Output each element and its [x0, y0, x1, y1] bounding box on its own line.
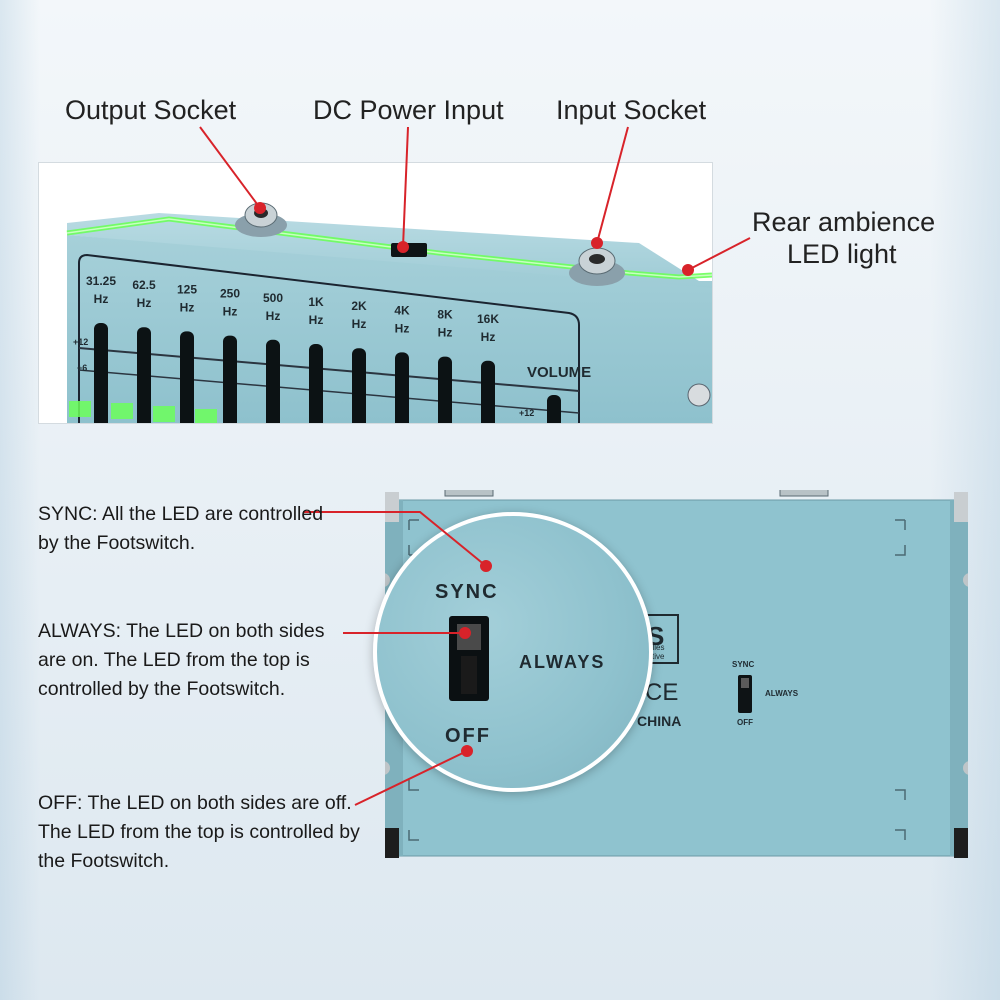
- eq-band-label: 16K: [477, 312, 499, 326]
- eq-band-label: 8K: [437, 308, 453, 322]
- eq-band-label: 31.25: [86, 274, 116, 288]
- rear-led-label-line1: Rear ambience: [752, 207, 936, 237]
- input-socket-label: Input Socket: [556, 95, 707, 125]
- eq-slider: [137, 327, 151, 423]
- front-led-row: [69, 401, 217, 423]
- eq-band-unit: Hz: [180, 300, 195, 314]
- bg-stripe-left: [0, 0, 40, 1000]
- eq-slider: [94, 323, 108, 423]
- eq-band-unit: Hz: [309, 313, 324, 327]
- rear-led-label-line2: LED light: [787, 239, 897, 269]
- eq-band-label: 2K: [351, 299, 367, 313]
- eq-slider: [266, 339, 280, 423]
- input-socket: [569, 247, 625, 286]
- eq-band-label: 500: [263, 291, 283, 305]
- volume-slider: [547, 395, 561, 423]
- always-title: ALWAYS:: [38, 620, 122, 642]
- eq-band-label: 1K: [308, 295, 324, 309]
- eq-slider: [352, 348, 366, 423]
- eq-band-label: 125: [177, 282, 197, 296]
- off-title: OFF:: [38, 792, 83, 814]
- pedal-top-illustration: 31.25Hz62.5Hz125Hz250Hz500Hz1KHz2KHz4KHz…: [66, 202, 712, 423]
- eq-band-label: 62.5: [132, 278, 156, 292]
- eq-slider: [481, 360, 495, 423]
- ce-mark: CE: [645, 679, 678, 706]
- logo-small-1: plies: [648, 643, 664, 652]
- side-screw: [687, 383, 711, 407]
- small-off-label: OFF: [737, 718, 753, 727]
- off-description: OFF: The LED on both sides are off. The …: [38, 789, 383, 876]
- sync-text: All the LED are controlled by the Footsw…: [38, 503, 324, 554]
- eq-band-unit: Hz: [352, 317, 367, 331]
- sync-description: SYNC: All the LED are controlled by the …: [38, 500, 338, 558]
- eq-band-label: 250: [220, 287, 240, 301]
- eq-band-unit: Hz: [266, 309, 281, 323]
- eq-band-label: 4K: [394, 303, 410, 317]
- output-socket-label: Output Socket: [65, 95, 237, 125]
- sync-title: SYNC:: [38, 503, 98, 525]
- always-description: ALWAYS: The LED on both sides are on. Th…: [38, 617, 338, 704]
- magnified-always-label: ALWAYS: [519, 652, 605, 672]
- eq-slider: [180, 331, 194, 423]
- dc-power-input-label: DC Power Input: [313, 95, 504, 125]
- eq-slider: [438, 356, 452, 423]
- eq-band-unit: Hz: [94, 292, 109, 306]
- eq-scale-plus12: +12: [73, 337, 88, 347]
- off-text: The LED on both sides are off. The LED f…: [38, 792, 360, 872]
- eq-slider: [395, 352, 409, 423]
- always-text: The LED on both sides are on. The LED fr…: [38, 620, 325, 700]
- magnified-off-label: OFF: [445, 725, 491, 747]
- magnified-sync-label: SYNC: [435, 581, 499, 603]
- eq-scale-plus6: +6: [77, 363, 87, 373]
- small-sync-label: SYNC: [732, 660, 754, 669]
- eq-band-unit: Hz: [137, 296, 152, 310]
- eq-slider: [223, 335, 237, 423]
- switch-magnifier: SYNC ALWAYS OFF: [373, 512, 653, 792]
- eq-band-unit: Hz: [481, 330, 496, 344]
- eq-band-unit: Hz: [395, 321, 410, 335]
- volume-scale-plus12: +12: [519, 408, 534, 418]
- volume-label: VOLUME: [527, 364, 591, 381]
- eq-band-unit: Hz: [438, 326, 453, 340]
- eq-slider: [309, 344, 323, 423]
- made-in-label: CHINA: [637, 713, 681, 729]
- eq-band-unit: Hz: [223, 305, 238, 319]
- small-always-label: ALWAYS: [765, 689, 799, 698]
- logo-small-2: ctive: [648, 652, 665, 661]
